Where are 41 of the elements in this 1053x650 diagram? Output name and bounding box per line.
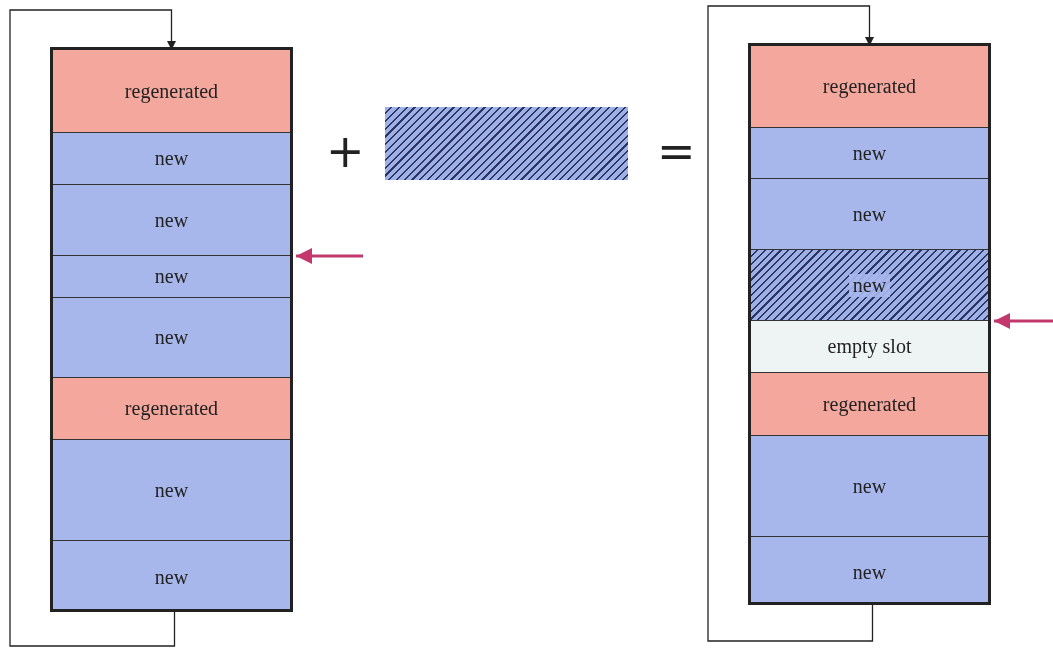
buffer-slot bbox=[751, 537, 988, 602]
slot-label: new bbox=[154, 265, 189, 288]
slot-label: new bbox=[154, 566, 189, 589]
pointer-arrow bbox=[994, 313, 1053, 329]
buffer-slot bbox=[751, 373, 988, 436]
slot-label: new bbox=[154, 208, 189, 232]
slot-label: new bbox=[852, 474, 887, 498]
operator-sign: + bbox=[326, 128, 365, 174]
slot-label: regenerated bbox=[124, 79, 219, 103]
slot-label: new bbox=[154, 326, 189, 349]
pointer-arrow bbox=[296, 248, 363, 264]
buffer-slot bbox=[53, 133, 290, 185]
loop-arrow bbox=[9, 9, 176, 647]
buffer-slot bbox=[751, 436, 988, 537]
buffer-frame bbox=[50, 47, 293, 612]
buffer-slot bbox=[751, 128, 988, 179]
operator-sign: = bbox=[657, 128, 696, 174]
buffer-slot bbox=[751, 250, 988, 321]
buffer-slot bbox=[751, 46, 988, 128]
slot-label: empty slot bbox=[827, 335, 912, 358]
buffer-frame bbox=[748, 43, 991, 605]
slot-label: new bbox=[848, 273, 891, 297]
hatched-block bbox=[385, 107, 628, 180]
loop-arrow bbox=[707, 5, 874, 642]
slot-label: new bbox=[852, 560, 887, 584]
slot-label: new bbox=[852, 202, 887, 226]
slot-label: new bbox=[154, 478, 189, 502]
buffer-slot bbox=[53, 50, 290, 133]
empty-slot bbox=[751, 321, 988, 373]
buffer-slot bbox=[53, 541, 290, 609]
buffer-slot bbox=[751, 179, 988, 250]
buffer-slot bbox=[53, 440, 290, 541]
buffer-slot bbox=[53, 185, 290, 256]
buffer-slot bbox=[53, 378, 290, 440]
slot-label: regenerated bbox=[822, 75, 917, 98]
slot-label: regenerated bbox=[124, 397, 219, 420]
slot-label: new bbox=[154, 147, 189, 170]
buffer-slot bbox=[53, 256, 290, 298]
slot-label: regenerated bbox=[822, 392, 917, 416]
slot-label: new bbox=[852, 141, 887, 165]
buffer-slot bbox=[53, 298, 290, 378]
